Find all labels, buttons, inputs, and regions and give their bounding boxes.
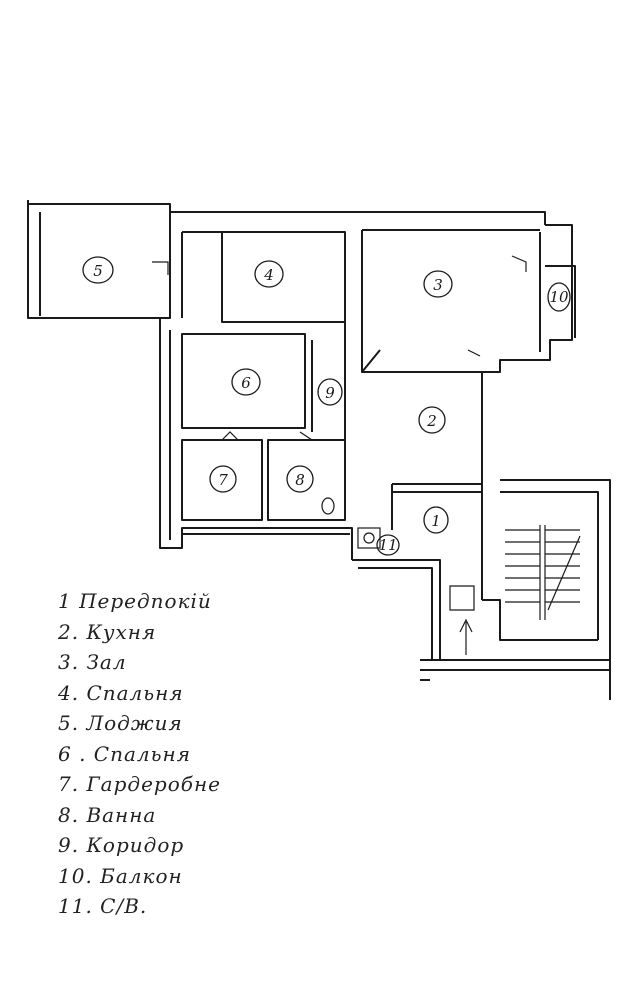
room-2-label: 2 bbox=[418, 406, 446, 434]
svg-text:6: 6 bbox=[241, 374, 251, 392]
svg-text:5: 5 bbox=[93, 262, 103, 280]
entrance-arrow-icon bbox=[459, 618, 473, 655]
legend-item: 3. Зал bbox=[58, 650, 127, 674]
svg-text:4: 4 bbox=[263, 266, 274, 284]
legend-item: 10. Балкон bbox=[58, 863, 183, 888]
room-1-label: 1 bbox=[423, 506, 449, 534]
svg-text:10: 10 bbox=[549, 288, 569, 306]
room-6-label: 6 bbox=[231, 368, 261, 396]
room-legend: 1 Передпокій 2. Кухня 3. Зал 4. Спальня … bbox=[58, 586, 221, 922]
room-labels: 1 2 3 4 5 6 7 8 bbox=[82, 256, 571, 556]
door-swings bbox=[152, 255, 527, 441]
room-11-label: 11 bbox=[376, 534, 400, 556]
svg-text:1: 1 bbox=[431, 512, 441, 530]
svg-text:11: 11 bbox=[378, 536, 397, 554]
room-5-label: 5 bbox=[82, 256, 114, 284]
legend-item: 8. Ванна bbox=[58, 802, 157, 827]
staircase bbox=[505, 525, 581, 620]
legend-item: 6 . Спальня bbox=[58, 741, 191, 766]
svg-text:7: 7 bbox=[218, 471, 228, 489]
legend-item: 11. С/В. bbox=[58, 894, 148, 918]
room-4-label: 4 bbox=[254, 260, 284, 288]
legend-item: 7. Гардеробне bbox=[58, 772, 221, 796]
room-8-label: 8 bbox=[286, 465, 314, 493]
room-9-label: 9 bbox=[317, 378, 343, 406]
legend-item: 9. Коридор bbox=[58, 833, 185, 857]
legend-item: 4. Спальня bbox=[58, 680, 184, 705]
legend-item: 5. Лоджия bbox=[58, 711, 183, 735]
svg-text:2: 2 bbox=[426, 412, 437, 430]
svg-text:9: 9 bbox=[325, 384, 335, 402]
exterior-walls bbox=[27, 200, 611, 700]
svg-text:8: 8 bbox=[295, 471, 305, 489]
room-10-label: 10 bbox=[547, 282, 571, 312]
legend-item: 2. Кухня bbox=[58, 619, 157, 644]
legend-item: 1 Передпокій bbox=[58, 589, 212, 613]
svg-text:3: 3 bbox=[433, 276, 443, 294]
room-7-label: 7 bbox=[209, 465, 237, 493]
room-3-label: 3 bbox=[423, 270, 453, 298]
